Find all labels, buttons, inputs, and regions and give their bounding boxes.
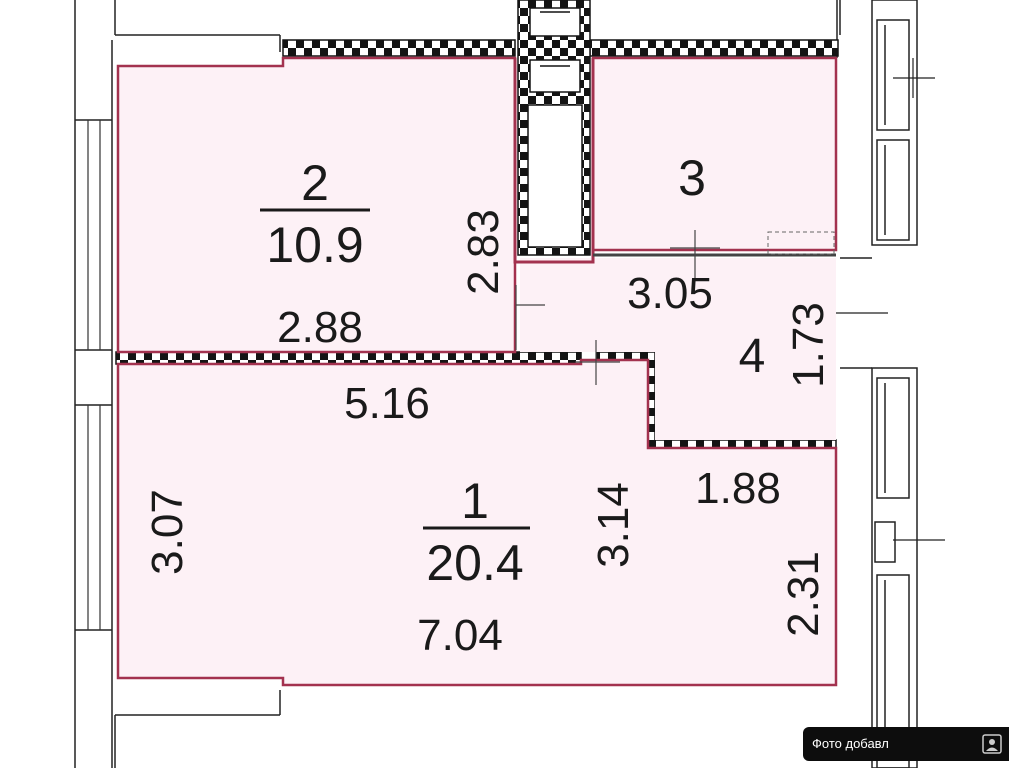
user-stamp-icon bbox=[982, 734, 1002, 754]
photo-added-badge[interactable]: Фото добавл bbox=[803, 727, 1009, 761]
room-3-shape bbox=[591, 56, 838, 252]
room-1-label: 1 20.4 bbox=[423, 473, 530, 591]
closet-mark bbox=[767, 231, 835, 255]
right-facade bbox=[840, 0, 918, 768]
reference-crosses bbox=[515, 230, 720, 385]
ventilation-shafts bbox=[527, 7, 583, 248]
dim-room1-top-width: 5.16 bbox=[344, 379, 430, 428]
room-1-shape bbox=[116, 358, 838, 687]
room-3-number: 3 bbox=[678, 150, 706, 206]
room-2-label: 2 10.9 bbox=[260, 155, 370, 273]
dim-room1-mid-height: 3.14 bbox=[589, 482, 638, 568]
dim-room1-bottom-width: 7.04 bbox=[417, 611, 503, 660]
room-4-number: 4 bbox=[739, 330, 766, 383]
room-2-number: 2 bbox=[301, 155, 329, 211]
dim-room1-right-width: 1.88 bbox=[695, 464, 781, 513]
dim-hall-height: 1.73 bbox=[784, 302, 833, 388]
dim-hall-width: 3.05 bbox=[627, 269, 713, 318]
hall-4-shape bbox=[520, 258, 836, 440]
room-2-area: 10.9 bbox=[266, 217, 363, 273]
room-1-area: 20.4 bbox=[426, 535, 523, 591]
shaft-outline bbox=[513, 58, 595, 264]
dim-room1-left-height: 3.07 bbox=[143, 489, 192, 575]
left-window-upper bbox=[87, 120, 101, 350]
room-1-number: 1 bbox=[461, 473, 489, 529]
photo-added-text: Фото добавл bbox=[812, 736, 889, 751]
dim-room1-right-height: 2.31 bbox=[779, 551, 828, 637]
dim-room2-height: 2.83 bbox=[459, 209, 508, 295]
dim-room2-width: 2.88 bbox=[277, 303, 363, 352]
building-outline bbox=[74, 0, 841, 768]
left-window-lower bbox=[87, 405, 101, 630]
